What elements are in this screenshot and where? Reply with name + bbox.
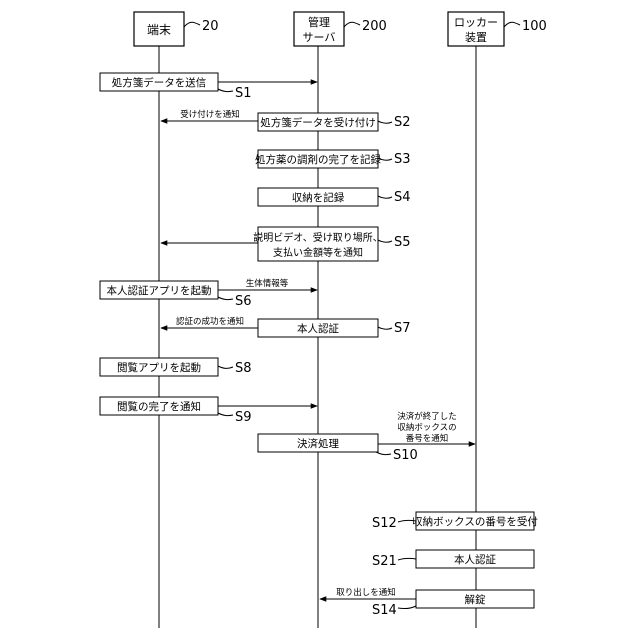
locker-actor-label-line2: 装置 [465, 31, 487, 44]
step-s8: 閲覧アプリを起動 S8 [100, 358, 252, 376]
locker-actor: ロッカー 装置 100 [448, 12, 547, 46]
s21-code: S21 [372, 554, 397, 569]
s21-leader [398, 558, 416, 560]
s1-leader [218, 89, 233, 92]
s5-box-label-line2: 支払い金額等を通知 [273, 246, 363, 259]
step-s7: 認証の成功を通知 本人認証 S7 [161, 316, 411, 337]
locker-actor-label-line1: ロッカー [454, 16, 498, 29]
s7-leader [378, 327, 392, 329]
step-s14: 取り出しを通知 解錠 S14 [320, 587, 534, 618]
server-actor-label-line1: 管理 [308, 15, 330, 29]
s14-leader [398, 606, 416, 609]
step-s10: 決済が終了した 収納ボックスの 番号を通知 決済処理 S10 [258, 411, 475, 463]
s7-box-label: 本人認証 [297, 322, 339, 335]
s2-leader [378, 121, 392, 123]
step-s6: 本人認証アプリを起動 生体情報等 S6 [100, 278, 317, 309]
server-actor-label-line2: サーバ [303, 31, 336, 44]
s10-arrow-label-line1: 決済が終了した [397, 411, 457, 422]
step-s12: S12 収納ボックスの番号を受付 [372, 512, 538, 531]
server-ref-number: 200 [362, 19, 387, 34]
s3-box-label: 処方薬の調剤の完了を記録 [255, 153, 381, 166]
s6-leader [218, 297, 233, 300]
s1-box-label: 処方箋データを送信 [112, 76, 207, 89]
s10-box-label: 決済処理 [297, 437, 339, 450]
server-actor: 管理 サーバ 200 [294, 12, 387, 46]
s6-box-label: 本人認証アプリを起動 [107, 284, 212, 297]
s1-code: S1 [235, 86, 252, 101]
step-s4: 収納を記録 S4 [258, 188, 411, 206]
s8-leader [218, 366, 233, 368]
step-s5: 説明ビデオ、受け取り場所、 支払い金額等を通知 S5 [161, 227, 411, 261]
terminal-actor-label: 端末 [147, 23, 171, 37]
s5-code: S5 [394, 235, 411, 250]
s2-arrow-label: 受け付けを通知 [180, 109, 240, 120]
s9-box-label: 閲覧の完了を通知 [117, 400, 201, 413]
s10-code: S10 [393, 448, 418, 463]
locker-ref-leader [504, 22, 520, 27]
locker-ref-number: 100 [522, 19, 547, 34]
s4-leader [378, 196, 392, 198]
terminal-ref-number: 20 [202, 19, 219, 34]
s9-code: S9 [235, 410, 252, 425]
step-s2: 受け付けを通知 処方箋データを受け付け S2 [161, 109, 411, 131]
s21-box-label: 本人認証 [454, 553, 496, 566]
s5-box-label-line1: 説明ビデオ、受け取り場所、 [253, 231, 382, 244]
s2-code: S2 [394, 115, 411, 130]
server-ref-leader [344, 22, 360, 27]
s14-box-label: 解錠 [465, 593, 486, 606]
terminal-ref-leader [184, 22, 200, 27]
s3-code: S3 [394, 152, 411, 167]
s7-arrow-label: 認証の成功を通知 [176, 316, 244, 327]
s10-arrow-label-line3: 番号を通知 [406, 433, 449, 444]
s7-code: S7 [394, 321, 411, 336]
s6-code: S6 [235, 294, 252, 309]
s14-arrow-label: 取り出しを通知 [336, 587, 396, 598]
s14-code: S14 [372, 603, 397, 618]
step-s3: 処方薬の調剤の完了を記録 S3 [255, 150, 411, 168]
s9-leader [218, 413, 233, 416]
s8-code: S8 [235, 361, 252, 376]
s6-arrow-label: 生体情報等 [246, 278, 289, 289]
s4-box-label: 収納を記録 [292, 191, 345, 204]
s2-box-label: 処方箋データを受け付け [260, 116, 376, 129]
terminal-actor: 端末 20 [134, 12, 219, 46]
s8-box-label: 閲覧アプリを起動 [117, 361, 201, 374]
s4-code: S4 [394, 190, 411, 205]
step-s9: 閲覧の完了を通知 S9 [100, 397, 317, 425]
s10-arrow-label-line2: 収納ボックスの [397, 422, 456, 433]
step-s21: S21 本人認証 [372, 550, 534, 569]
s12-code: S12 [372, 516, 397, 531]
step-s1: 処方箋データを送信 S1 [100, 73, 317, 101]
s12-box-label: 収納ボックスの番号を受付 [412, 515, 538, 528]
